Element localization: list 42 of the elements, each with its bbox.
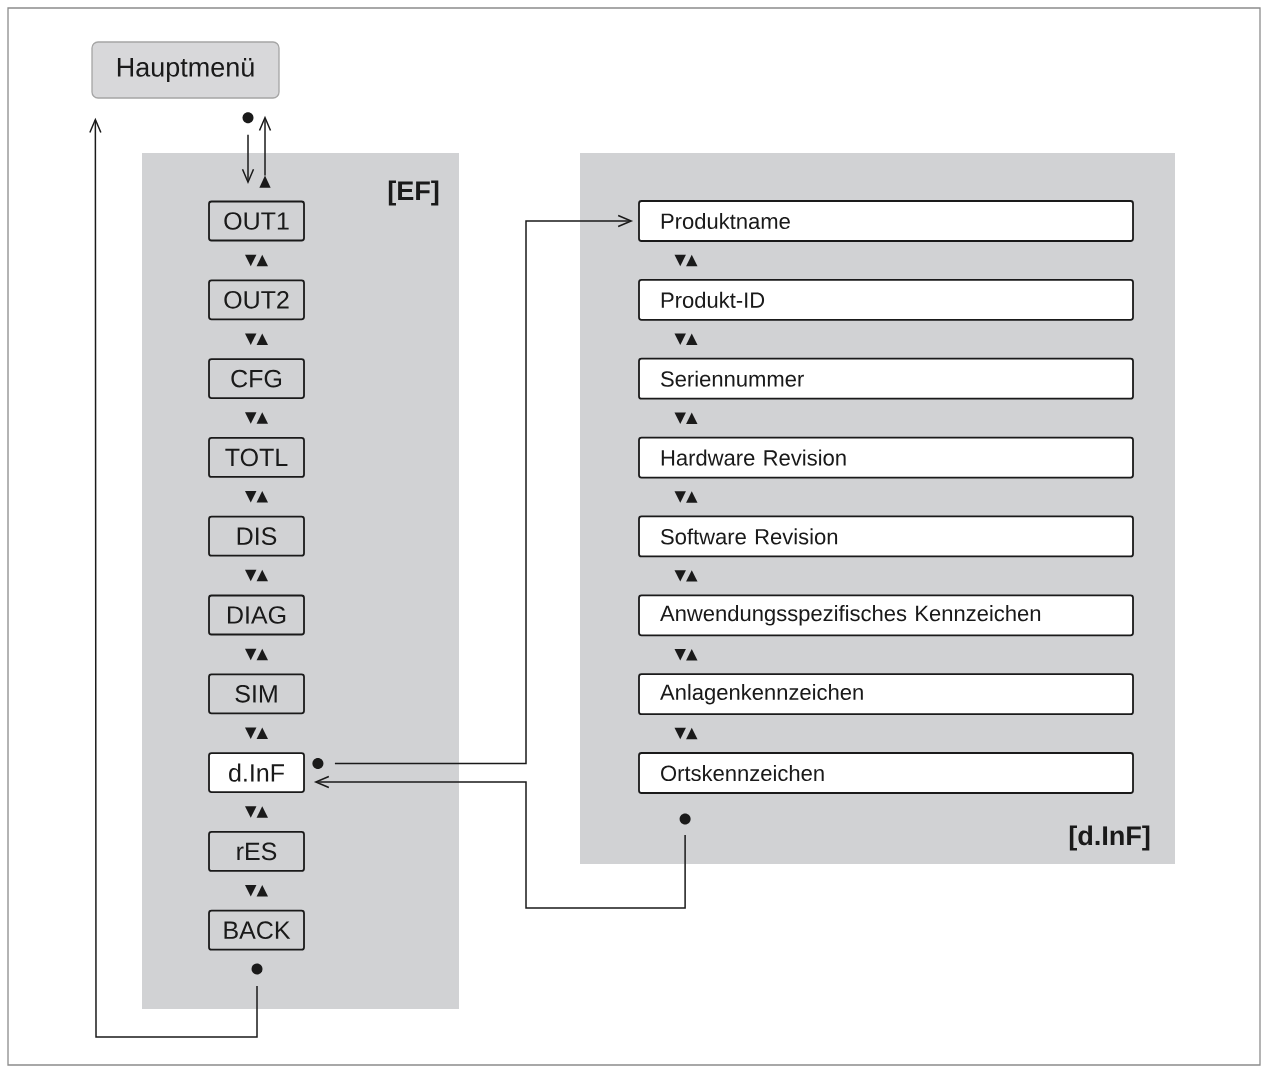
arrow-key-symbols: ▼▲ — [674, 333, 698, 346]
menu-item-box: Hardware Revision — [638, 436, 1134, 479]
menu-item-box: SIM — [208, 673, 305, 715]
menu-item-box: Produkt-ID — [638, 278, 1134, 321]
menu-item-box: Seriennummer — [638, 357, 1134, 400]
connector-arrow — [89, 117, 258, 1038]
menu-item-box: Software Revision — [638, 515, 1134, 558]
menu-item-box: rES — [208, 831, 305, 872]
menu-item-box: OUT2 — [208, 279, 305, 321]
connector-arrow — [241, 133, 255, 185]
menu-item-box: CFG — [208, 358, 305, 399]
menu-item-box: Produktname — [638, 200, 1134, 242]
connector-arrow — [258, 115, 272, 177]
menu-item-box: DIS — [208, 515, 305, 557]
panel-label: [d.InF] — [1069, 825, 1150, 851]
menu-item-box: Anlagenkennzeichen — [638, 673, 1134, 716]
arrow-key-symbols: ▼▲ — [674, 727, 698, 740]
menu-item-box: Ortskennzeichen — [638, 752, 1134, 794]
arrow-key-symbols: ▼▲ — [674, 254, 698, 267]
menu-item-box: TOTL — [208, 437, 305, 478]
connector-arrow — [334, 214, 634, 765]
menu-item-box: DIAG — [208, 594, 305, 636]
arrow-key-symbols: ▼▲ — [245, 648, 268, 661]
arrow-key-symbols: ▼▲ — [245, 569, 268, 582]
arrow-key-symbols: ▼▲ — [674, 412, 698, 424]
arrow-key-symbols: ▼▲ — [245, 254, 268, 267]
menu-item-box: d.InF — [208, 752, 305, 793]
menu-item-box: OUT1 — [208, 200, 305, 242]
panel-label: [EF] — [388, 180, 439, 206]
menu-item-box: BACK — [208, 909, 305, 951]
arrow-key-symbols: ▼▲ — [245, 333, 268, 345]
arrow-key-symbols: ▼▲ — [674, 649, 698, 661]
menu-box: Hauptmenü — [91, 41, 280, 99]
menu-item-box: Anwendungsspezifisches Kennzeichen — [638, 594, 1134, 637]
arrow-key-symbols: ▼▲ — [245, 806, 268, 818]
arrow-key-symbols: ▼▲ — [245, 491, 268, 503]
connector-arrow — [313, 775, 686, 909]
arrow-key-symbols: ▼▲ — [245, 412, 268, 424]
arrow-key-symbols: ▼▲ — [245, 727, 268, 739]
arrow-key-symbols: ▼▲ — [245, 885, 268, 897]
arrow-key-symbols: ▼▲ — [674, 570, 698, 582]
arrow-key-symbols: ▼▲ — [674, 491, 698, 503]
